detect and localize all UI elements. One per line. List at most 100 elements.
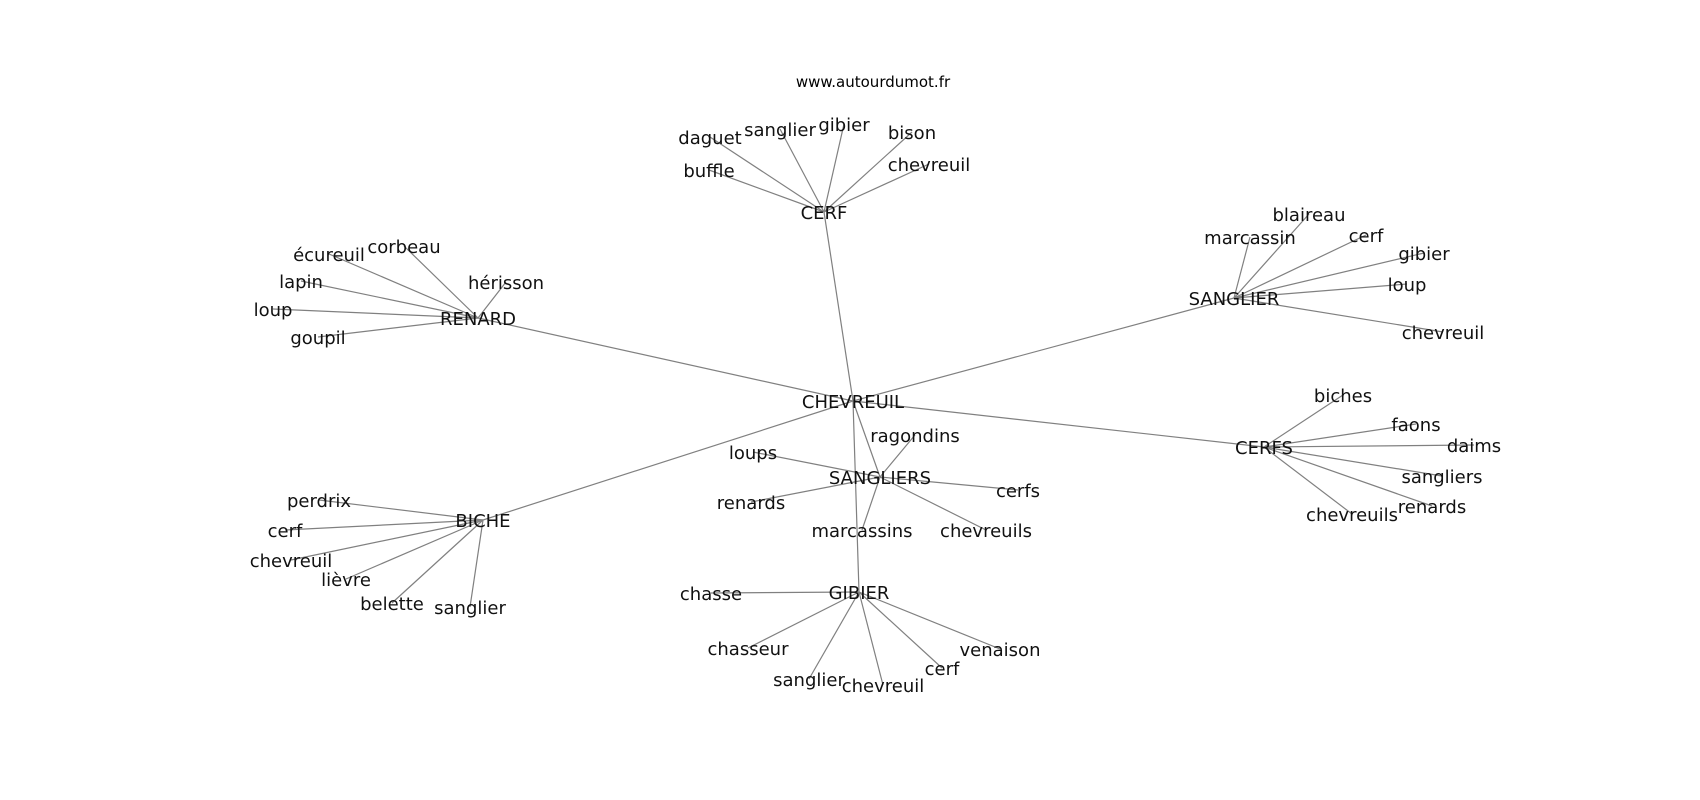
word-sanglier-0[interactable]: blaireau [1273,205,1346,226]
word-cerf-5[interactable]: chevreuil [888,155,971,176]
edge-sangliers-word-2 [879,476,1019,491]
edge-renard-word-0 [328,253,479,319]
hub-gibier[interactable]: GIBIER [829,583,890,604]
word-cerfs-0[interactable]: biches [1314,386,1372,407]
word-sangliers-1[interactable]: loups [729,443,777,464]
edge-renard-word-5 [317,317,479,338]
word-sangliers-2[interactable]: cerfs [996,481,1040,502]
center-word[interactable]: CHEVREUIL [802,392,904,413]
word-sanglier-1[interactable]: marcassin [1204,228,1296,249]
edge-biche-word-0 [318,499,484,521]
word-gibier-5[interactable]: venaison [960,640,1041,661]
edge-cerf-word-1 [779,128,825,213]
edge-sanglier-word-0 [1233,213,1310,299]
word-cerf-0[interactable]: daguet [678,128,741,149]
word-cerfs-4[interactable]: renards [1398,497,1466,518]
edge-gibier-word-1 [747,591,860,649]
word-biche-3[interactable]: lièvre [321,570,371,591]
edge-biche-word-2 [290,519,484,561]
edge-cerf-word-3 [823,131,913,213]
word-renard-1[interactable]: corbeau [367,237,440,258]
edge-renard-word-4 [272,308,479,319]
edge-center-cerfs [852,400,1265,448]
edge-cerf-word-2 [823,123,845,213]
edge-cerfs-word-0 [1263,394,1344,448]
edge-center-sanglier [852,297,1235,402]
word-renard-0[interactable]: écureuil [293,245,365,266]
edge-renard-word-3 [300,280,479,319]
edge-renard-word-2 [477,281,507,319]
edge-biche-word-1 [284,519,484,531]
hub-cerfs[interactable]: CERFS [1235,438,1293,459]
word-gibier-4[interactable]: cerf [925,659,960,680]
edge-sanglier-word-1 [1233,236,1251,299]
word-gibier-1[interactable]: chasseur [708,639,790,660]
word-renard-4[interactable]: loup [254,300,293,321]
graph-edges [272,123,1475,686]
hub-cerf[interactable]: CERF [801,203,848,224]
word-cerf-2[interactable]: gibier [818,115,870,136]
edge-biche-word-4 [391,519,484,604]
word-cerfs-3[interactable]: sangliers [1401,467,1482,488]
edge-renard-word-1 [403,245,479,319]
edge-cerfs-word-1 [1263,423,1417,448]
hub-renard[interactable]: RENARD [440,309,516,330]
edge-sanglier-word-5 [1233,297,1444,333]
word-sangliers-3[interactable]: renards [717,493,785,514]
word-biche-5[interactable]: sanglier [434,598,506,619]
word-gibier-3[interactable]: chevreuil [842,676,925,697]
word-renard-5[interactable]: goupil [290,328,345,349]
edge-cerf-word-4 [708,169,825,213]
site-url: www.autourdumot.fr [796,73,951,91]
word-sanglier-5[interactable]: chevreuil [1402,323,1485,344]
word-renard-3[interactable]: lapin [279,272,323,293]
word-sangliers-0[interactable]: ragondins [870,426,960,447]
edge-sangliers-word-5 [879,476,987,531]
edge-gibier-word-2 [808,591,860,680]
word-biche-0[interactable]: perdrix [287,491,351,512]
edge-gibier-word-4 [858,591,943,669]
word-sangliers-4[interactable]: marcassins [811,521,912,542]
word-gibier-0[interactable]: chasse [680,584,742,605]
edge-sangliers-word-3 [750,476,881,503]
edge-sangliers-word-0 [879,434,916,478]
hub-sangliers[interactable]: SANGLIERS [829,468,931,489]
word-sanglier-2[interactable]: cerf [1349,226,1384,247]
edge-sanglier-word-3 [1233,252,1425,299]
edge-center-renard [477,317,854,402]
edge-gibier-word-5 [858,591,1001,650]
word-cerf-4[interactable]: buffle [683,161,734,182]
edge-cerfs-word-2 [1263,444,1475,448]
edge-cerfs-word-5 [1263,446,1353,515]
hub-sanglier[interactable]: SANGLIER [1189,289,1280,310]
edge-sangliers-word-1 [752,451,881,478]
edge-sanglier-word-4 [1233,283,1408,299]
word-cerfs-1[interactable]: faons [1391,415,1440,436]
word-sanglier-4[interactable]: loup [1388,275,1427,296]
word-renard-2[interactable]: hérisson [468,273,544,294]
word-cerf-3[interactable]: bison [888,123,936,144]
edge-cerf-word-0 [709,136,825,213]
edge-biche-word-3 [345,519,484,580]
word-cerfs-2[interactable]: daims [1447,436,1501,457]
word-cerfs-5[interactable]: chevreuils [1306,505,1398,526]
edge-biche-word-5 [469,519,484,608]
edge-cerfs-word-4 [1263,446,1433,507]
word-biche-2[interactable]: chevreuil [250,551,333,572]
edge-center-biche [482,400,854,521]
word-cerf-1[interactable]: sanglier [744,120,816,141]
word-biche-1[interactable]: cerf [268,521,303,542]
word-biche-4[interactable]: belette [360,594,424,615]
word-gibier-2[interactable]: sanglier [773,670,845,691]
edge-center-sangliers [852,400,881,478]
edge-sanglier-word-2 [1233,234,1367,299]
hub-biche[interactable]: BICHE [455,511,510,532]
edge-gibier-word-0 [710,591,860,594]
edge-center-gibier [852,400,860,593]
edge-sangliers-word-4 [861,476,881,531]
word-sangliers-5[interactable]: chevreuils [940,521,1032,542]
word-sanglier-3[interactable]: gibier [1398,244,1450,265]
